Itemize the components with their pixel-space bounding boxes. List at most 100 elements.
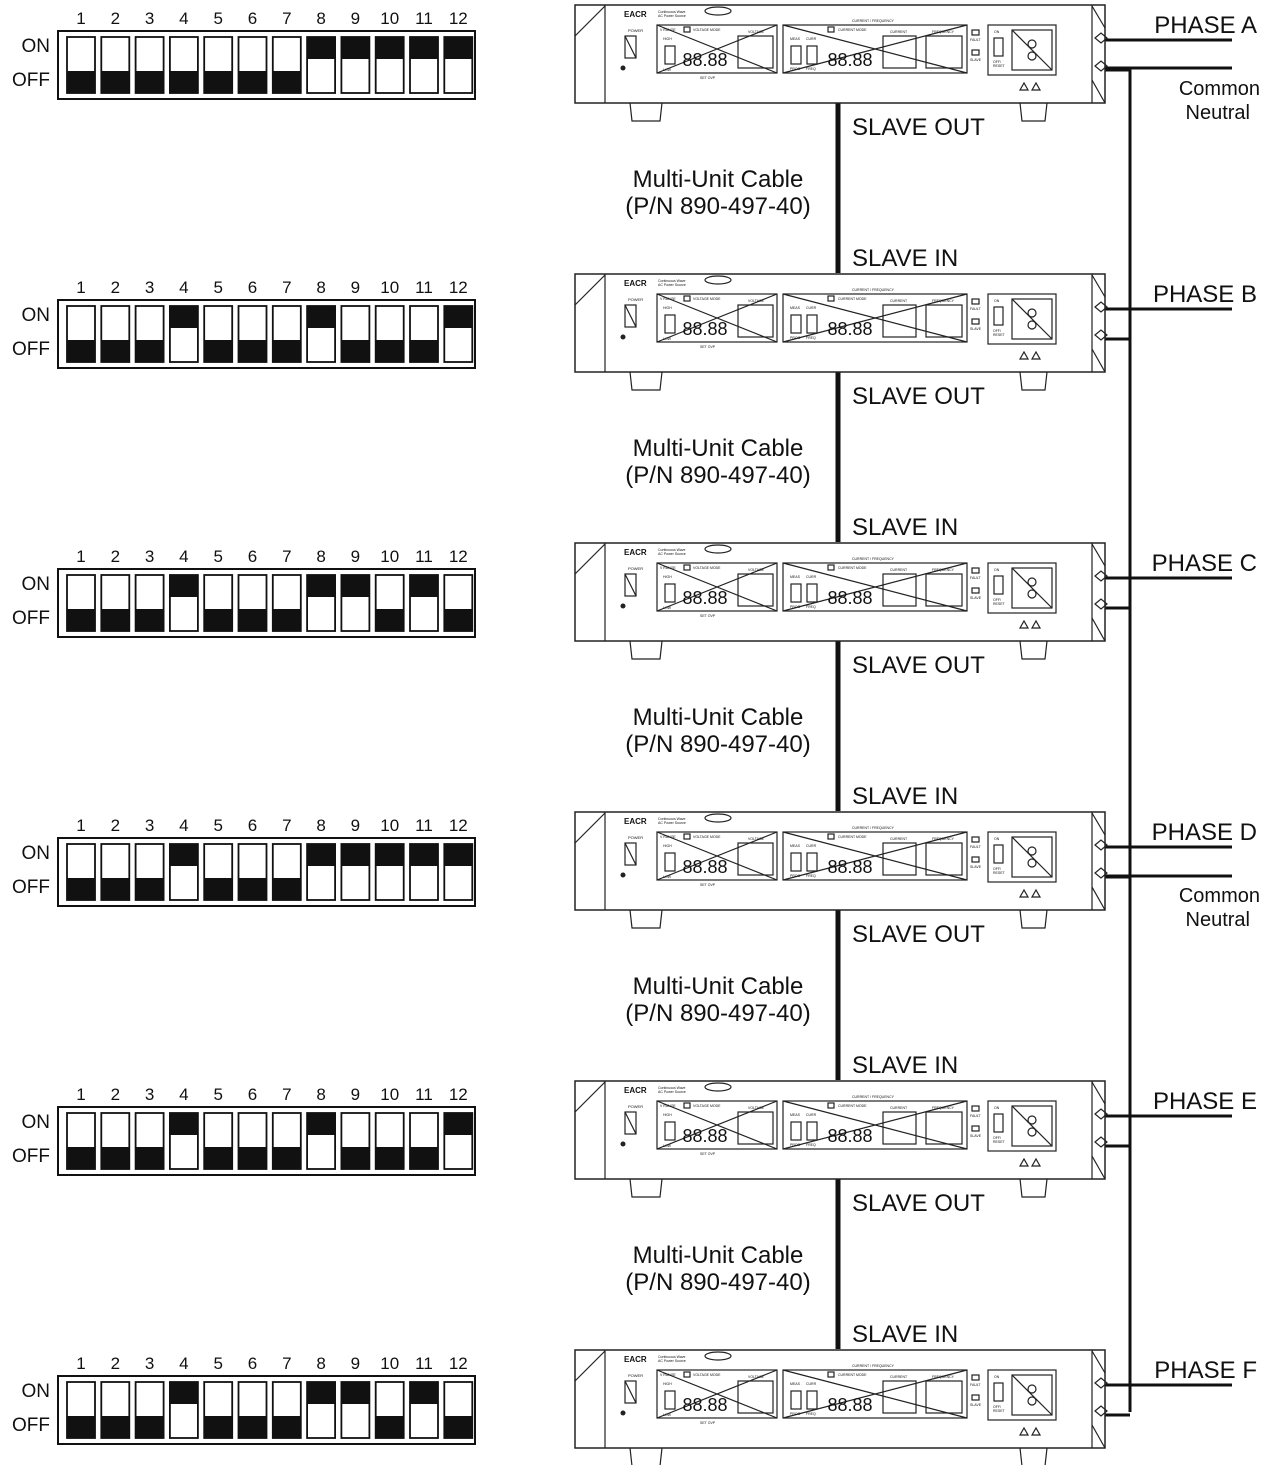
dip-switch [100, 1381, 131, 1439]
output-panel [987, 24, 1057, 76]
dip-switch [100, 36, 131, 94]
fault-led [971, 567, 980, 574]
slave-in-label: SLAVE IN [852, 783, 958, 810]
brand-logo: EACR [624, 279, 647, 288]
meas-prog-switch [790, 583, 802, 603]
phase-label: PHASE A [1154, 12, 1257, 39]
switch-number: 7 [282, 278, 291, 297]
breaker-switch [993, 1113, 1004, 1133]
switch-lever [410, 1382, 438, 1404]
switch-lever [101, 71, 130, 93]
indicator-led [683, 1371, 691, 1378]
dip-switch [66, 36, 96, 94]
on-label: ON [22, 574, 51, 595]
switch-number: 11 [415, 547, 433, 566]
switch-number: 5 [213, 1085, 222, 1104]
switch-number: 11 [415, 1354, 433, 1373]
current-frequency-label: CURRENT / FREQUENCY [852, 288, 895, 292]
voltage-readout: 88.88 [682, 319, 727, 339]
on-label: ON [22, 843, 51, 864]
switch-number: 4 [179, 1085, 188, 1104]
off-label: OFF [12, 877, 50, 898]
foot [1019, 102, 1048, 122]
dip-switch [237, 305, 268, 363]
power-switch [624, 573, 637, 597]
current-panel [782, 1100, 968, 1150]
curr-freq-switch [806, 45, 818, 65]
breaker-on-label: ON [994, 837, 1000, 841]
switch-number: 1 [76, 278, 85, 297]
switch-lever [341, 37, 370, 59]
switch-lever [410, 340, 438, 362]
current-frequency-label: CURRENT / FREQUENCY [852, 1095, 895, 1099]
fault-led [971, 1105, 980, 1112]
slave-out-label: SLAVE OUT [852, 383, 985, 410]
ac-outlet [1011, 29, 1053, 71]
dip-switch [443, 36, 474, 94]
chassis [574, 542, 1106, 642]
high-label: HIGH [663, 37, 672, 41]
dip-switch [100, 1112, 131, 1170]
switch-number: 5 [213, 9, 222, 28]
cable-part-number: (P/N 890-497-40) [625, 731, 810, 758]
foot [629, 640, 663, 660]
switch-lever [67, 1416, 95, 1438]
power-indicator-icon [620, 334, 626, 340]
switch-lever [204, 71, 233, 93]
dip-switch [306, 305, 337, 363]
switch-number: 5 [213, 1354, 222, 1373]
switch-number: 7 [282, 1354, 291, 1373]
breaker-off-label: OFF/ [993, 598, 1001, 602]
power-indicator-icon [620, 65, 626, 71]
switch-lever [135, 71, 164, 93]
output-panel [987, 1369, 1057, 1421]
off-label: OFF [12, 608, 50, 629]
voltage-label: VOLTAGE [748, 299, 765, 303]
panel-glare [1011, 29, 1053, 71]
switch-number: 9 [351, 816, 360, 835]
dip-switch [443, 574, 474, 632]
dip-switch [374, 1381, 405, 1439]
fault-label: FAULT [970, 307, 981, 311]
voltage-readout: 88.88 [682, 1126, 727, 1146]
range-switch [664, 1121, 676, 1141]
voltage-mode-label: VOLTAGE MODE [693, 28, 721, 32]
slave-label: SLAVE [970, 327, 982, 331]
dip-switch [409, 36, 439, 94]
switch-number: 3 [145, 9, 154, 28]
dip-switch [374, 36, 405, 94]
warning-icon [1018, 350, 1042, 360]
v-range-label: V RANGE [660, 566, 676, 570]
breaker-on-label: ON [994, 30, 1000, 34]
dip-switch [271, 305, 302, 363]
v-range-label: V RANGE [660, 1373, 676, 1377]
panel-glare [656, 831, 778, 881]
switch-lever [410, 37, 438, 59]
current-mode-label: CURRENT MODE [838, 28, 867, 32]
current-label: CURRENT [890, 30, 908, 34]
prog-label: PROG [790, 1143, 801, 1147]
switch-number: 6 [248, 547, 257, 566]
current-knob-window [882, 35, 917, 69]
current-mode-label: CURRENT MODE [838, 1373, 867, 1377]
switch-lever [101, 609, 130, 631]
switch-lever [341, 844, 370, 866]
dip-switch [134, 305, 165, 363]
voltage-mode-label: VOLTAGE MODE [693, 297, 721, 301]
current-panel [782, 831, 968, 881]
current-readout: 88.88 [827, 1126, 872, 1146]
dip-switch [66, 574, 96, 632]
meas-prog-switch [790, 1121, 802, 1141]
voltage-knob-window [737, 35, 774, 69]
power-switch [624, 1380, 637, 1404]
switch-number: 10 [380, 547, 399, 566]
breaker-on-label: ON [994, 568, 1000, 572]
range-switch [664, 852, 676, 872]
breaker-switch [993, 37, 1004, 57]
model-text: AC Power Source [658, 821, 686, 825]
switch-lever [375, 609, 404, 631]
dip-switch [306, 574, 337, 632]
voltage-readout: 88.88 [682, 50, 727, 70]
dip-switch [340, 1381, 371, 1439]
